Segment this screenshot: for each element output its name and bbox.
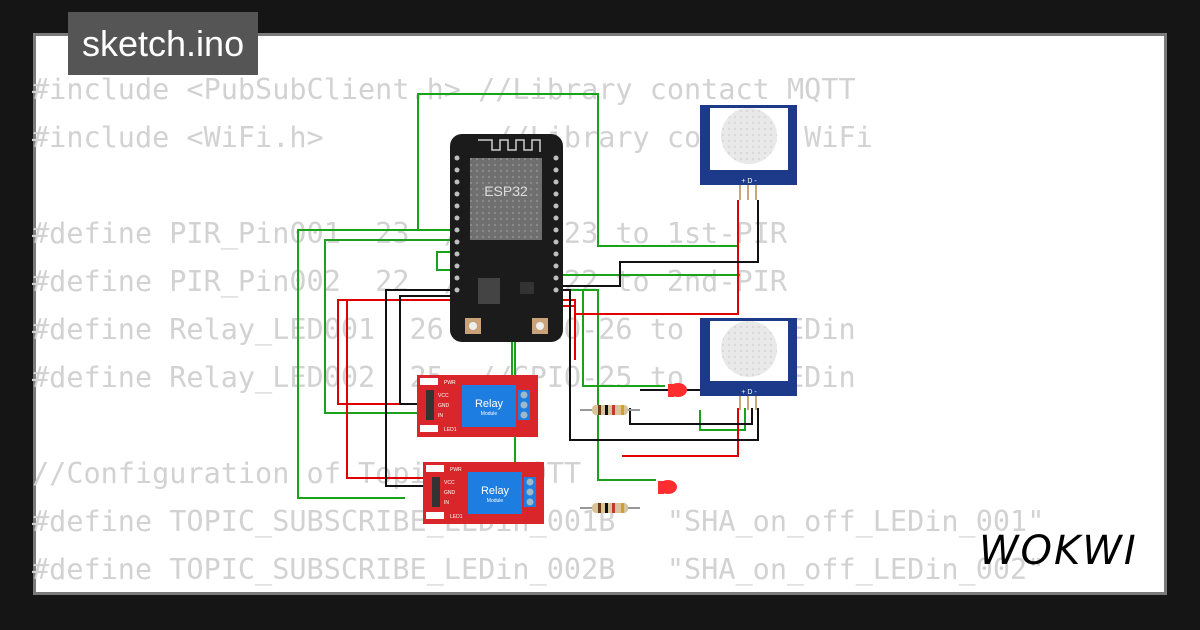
code-line: #define TOPIC_SUBSCRIBE_LEDin_002B "SHA_… xyxy=(32,553,1045,586)
black-wires xyxy=(385,200,759,487)
resistor-2 xyxy=(580,503,640,513)
relay-in-label: IN xyxy=(438,413,443,419)
esp32-pins xyxy=(454,155,559,293)
pir-sensor-2: + D - xyxy=(700,318,797,410)
relay-in-label: IN xyxy=(444,500,449,506)
relay-title: Relay xyxy=(481,485,510,497)
relay-subtitle: Module xyxy=(481,411,498,417)
relay-vcc-label: VCC xyxy=(444,480,455,486)
pir-sensor-1: + D - xyxy=(700,105,797,200)
relay-subtitle: Module xyxy=(487,498,504,504)
relay-module-2: PWR LED1 VCC GND IN Relay Module xyxy=(423,462,544,524)
sketch-filename: sketch.ino xyxy=(68,12,259,75)
code-line: #include <PubSubClient.h> //Library cont… xyxy=(32,73,856,106)
code-line: #include <WiFi.h> //Library contact WiFi xyxy=(32,121,873,154)
code-background: #include <PubSubClient.h> //Library cont… xyxy=(32,66,1044,594)
relay-gnd-label: GND xyxy=(438,403,450,409)
relay-led-label: LED1 xyxy=(444,427,457,433)
relay-title: Relay xyxy=(475,398,504,410)
led-1 xyxy=(668,383,687,397)
pir-pins-label: + D - xyxy=(741,178,757,185)
wokwi-logo: WOKWI xyxy=(979,528,1138,574)
resistor-1 xyxy=(580,405,640,415)
relay-module-1: PWR LED1 VCC GND IN Relay Module xyxy=(417,375,538,437)
led-2 xyxy=(658,480,677,494)
relay-pwr-label: PWR xyxy=(444,380,456,386)
esp32-board: ESP32 xyxy=(450,134,563,342)
pir-pins-label: + D - xyxy=(741,389,757,396)
relay-vcc-label: VCC xyxy=(438,393,449,399)
relay-gnd-label: GND xyxy=(444,490,456,496)
relay-led-label: LED1 xyxy=(450,514,463,520)
esp32-label: ESP32 xyxy=(484,183,528,199)
code-line: #define Relay_LED002 25 //GPIO-25 to 2nd… xyxy=(32,361,856,394)
wokwi-logo-text: WOKWI xyxy=(979,528,1138,574)
relay-pwr-label: PWR xyxy=(450,467,462,473)
